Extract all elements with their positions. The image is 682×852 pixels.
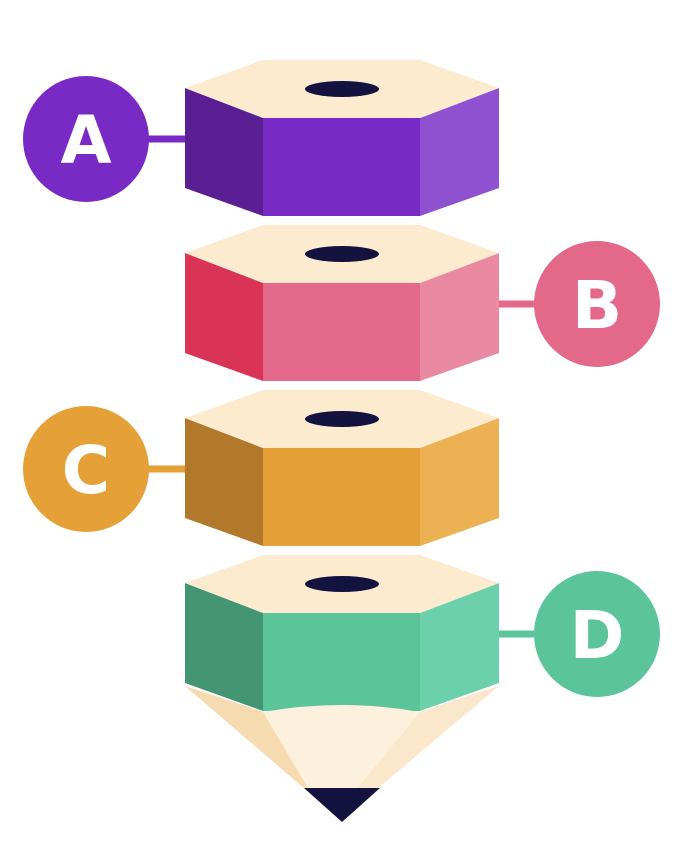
pencil-segments: A B C D bbox=[23, 60, 660, 711]
segment-right-face bbox=[420, 583, 499, 711]
segment-front-face bbox=[263, 118, 420, 216]
connector-line bbox=[499, 630, 544, 638]
cap-hole bbox=[305, 576, 379, 592]
cap-hole bbox=[305, 246, 379, 262]
segment-right-face bbox=[420, 253, 499, 381]
segment-left-face bbox=[185, 253, 263, 381]
connector-line bbox=[140, 465, 190, 473]
badge-letter-b: B bbox=[572, 267, 622, 344]
segment-front-face bbox=[263, 283, 420, 381]
pencil-segment-d: D bbox=[185, 555, 660, 711]
pencil-segment-b: B bbox=[185, 225, 660, 381]
pencil-tip bbox=[185, 686, 499, 822]
cap-hole bbox=[305, 81, 379, 97]
badge-circle-a bbox=[23, 76, 149, 202]
connector-line bbox=[499, 300, 544, 308]
cap-hole bbox=[305, 411, 379, 427]
segment-front-face bbox=[263, 448, 420, 546]
segment-right-face bbox=[420, 418, 499, 546]
pencil-segment-c: C bbox=[23, 390, 499, 546]
pencil-segment-a: A bbox=[23, 60, 499, 216]
badge-letter-d: D bbox=[570, 597, 625, 674]
segment-left-face bbox=[185, 88, 263, 216]
badge-circle-b bbox=[534, 241, 660, 367]
badge-letter-a: A bbox=[60, 102, 111, 179]
segment-left-face bbox=[185, 418, 263, 546]
tip-wood-left bbox=[185, 686, 330, 795]
tip-wood-right bbox=[352, 686, 499, 795]
badge-circle-d bbox=[534, 571, 660, 697]
segment-front-face bbox=[263, 613, 420, 711]
segment-left-face bbox=[185, 583, 263, 711]
badge-circle-c bbox=[23, 406, 149, 532]
segment-right-face bbox=[420, 88, 499, 216]
tip-lead bbox=[304, 788, 380, 822]
badge-letter-c: C bbox=[62, 432, 110, 509]
connector-line bbox=[140, 135, 190, 143]
